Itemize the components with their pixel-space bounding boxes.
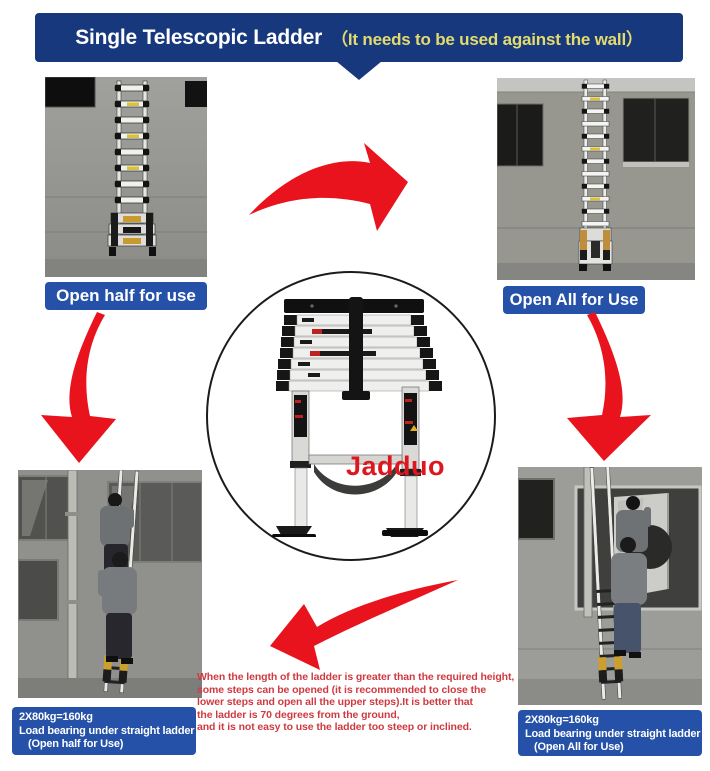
- worker-lower: [611, 537, 647, 658]
- pointer-down-notch: [336, 61, 382, 80]
- workers-full-ladder-illustration: [518, 467, 702, 705]
- ladder: [107, 80, 157, 256]
- ladder-half-photo-illustration: [45, 77, 207, 277]
- window: [622, 97, 690, 163]
- load-half-line3: (Open half for Use): [28, 738, 124, 750]
- photo-load-all-ladder: [518, 467, 702, 705]
- workers-half-ladder-illustration: [18, 470, 202, 698]
- ladder-full-photo-illustration: [497, 78, 695, 280]
- telescopic-ladder-product: [272, 297, 442, 537]
- load-half-line2: Load bearing under straight ladder: [19, 724, 195, 737]
- load-half-line1: 2X80kg=160kg: [19, 711, 93, 723]
- window: [185, 81, 207, 107]
- title-bar: Single Telescopic Ladder （It needs to be…: [35, 13, 683, 62]
- label-open-half: Open half for use: [45, 282, 207, 310]
- clamp: [342, 297, 370, 400]
- photo-open-all-ladder: [497, 78, 695, 280]
- advice-line5: and it is not easy to use the ladder too…: [197, 721, 472, 734]
- collapsed-section: [107, 212, 157, 247]
- photo-load-half-ladder: [18, 470, 202, 698]
- label-open-all: Open All for Use: [503, 286, 645, 314]
- advice-line3: lower steps and open all the upper steps…: [197, 696, 473, 709]
- ladder: [578, 79, 613, 271]
- window: [18, 559, 59, 621]
- title-note: （It needs to be used against the wall）: [331, 30, 643, 49]
- advice-line4: the ladder is 70 degrees from the ground…: [197, 708, 400, 721]
- curved-arrow-down-right-icon: [567, 312, 651, 461]
- load-all-line3: (Open All for Use): [534, 741, 624, 753]
- advice-line2: some steps can be opened (it is recommen…: [197, 683, 487, 696]
- curved-arrow-right-icon: [249, 143, 408, 231]
- window: [497, 103, 544, 167]
- label-load-half: 2X80kg=160kg Load bearing under straight…: [12, 707, 196, 755]
- downpipe: [67, 470, 78, 698]
- window: [518, 478, 555, 540]
- feet: [272, 526, 428, 537]
- usage-advice-text: When the length of the ladder is greater…: [197, 671, 517, 734]
- advice-line1: When the length of the ladder is greater…: [197, 671, 515, 683]
- legs: [290, 386, 421, 537]
- label-open-half-text: Open half for use: [56, 286, 196, 305]
- load-all-line2: Load bearing under straight ladder: [525, 727, 701, 740]
- downpipe: [583, 467, 593, 618]
- curved-arrow-left-icon: [270, 580, 458, 670]
- brand-logo: Jadduo: [346, 451, 446, 481]
- worker-lower: [98, 552, 137, 664]
- collapsed-section: [578, 227, 613, 265]
- product-circle: Jadduo: [206, 271, 496, 561]
- load-all-line1: 2X80kg=160kg: [525, 714, 599, 726]
- photo-open-half-ladder: [45, 77, 207, 277]
- curved-arrow-down-left-icon: [41, 312, 116, 463]
- label-load-all: 2X80kg=160kg Load bearing under straight…: [518, 710, 702, 756]
- page-title: Single Telescopic Ladder: [75, 25, 323, 49]
- window: [45, 77, 96, 108]
- cross-brace: [308, 454, 403, 495]
- label-open-all-text: Open All for Use: [509, 290, 639, 309]
